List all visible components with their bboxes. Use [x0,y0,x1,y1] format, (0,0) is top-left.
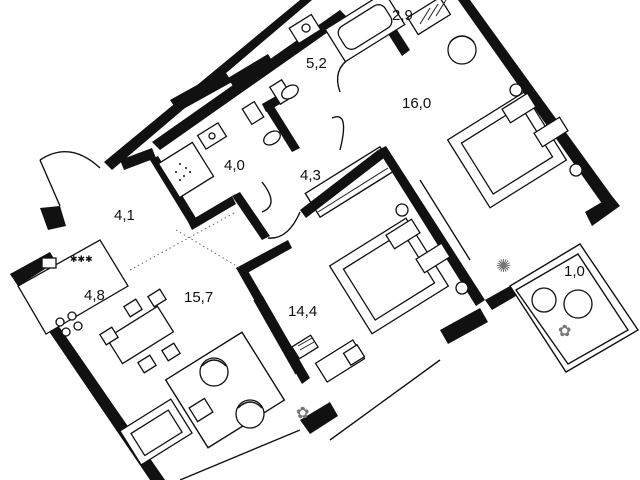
area-labels: 5,2 2,9 16,0 4,0 4,3 4,1 4,8 15,7 14,4 1… [84,7,585,320]
shower-tray [157,141,215,199]
furniture: ✱✱✱ [17,0,593,466]
svg-text:✱✱✱: ✱✱✱ [70,254,93,264]
bathtub [324,0,406,63]
toilet-main [268,78,299,106]
area-label-kitchen: 4,8 [84,287,105,304]
toilet-small [241,100,281,146]
area-label-bedroom-second: 14,4 [288,303,317,320]
thin-lines [39,57,639,480]
svg-text:✿: ✿ [296,403,309,422]
sink-small [196,121,228,151]
radiator [291,334,319,360]
area-label-bedroom-master: 16,0 [402,95,431,112]
kitchen-counter: ✱✱✱ [17,239,129,337]
sofa [119,398,193,466]
area-label-bathroom-small: 4,0 [224,157,245,174]
area-label-corridor: 4,3 [300,167,321,184]
area-label-entry-hall: 4,1 [114,207,135,224]
desk [314,339,366,383]
armchair-right [235,399,265,429]
area-label-balcony: 1,0 [564,263,585,280]
coffee-table [188,397,214,423]
area-label-living-room: 15,7 [184,289,213,306]
master-bed [446,83,583,209]
area-label-bathroom-main: 5,2 [306,55,327,72]
dining-table [98,288,182,374]
svg-text:✺: ✺ [496,256,511,277]
plant-icon: ✺ ✿ ✿ [296,256,571,422]
svg-text:✿: ✿ [558,321,571,340]
sink-main [288,13,322,45]
armchair-left [199,357,229,387]
second-bed [328,203,469,335]
area-label-storage: 2,9 [392,7,413,24]
balcony-chair [531,287,593,319]
storage-rack [406,0,452,36]
outer-walls [10,0,620,480]
armchair-master [447,35,477,65]
